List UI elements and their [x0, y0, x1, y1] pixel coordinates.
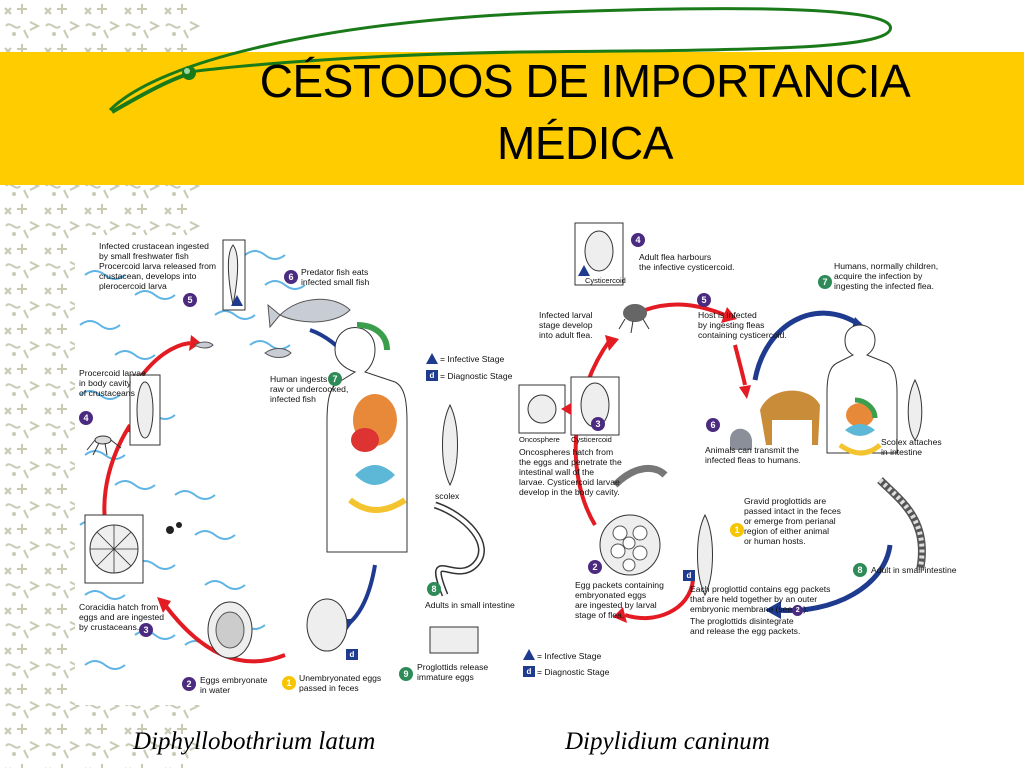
step-2-label: Egg packets containing embryonated eggs …: [575, 580, 664, 620]
dipylidium-lifecycle-diagram: 4 Adult flea harbours the infective cyst…: [515, 215, 965, 685]
cysticercoid-illustration: [584, 230, 614, 272]
diagnostic-stage-marker-icon: d: [346, 649, 358, 660]
scolex-label: Scolex attaches in intestine: [881, 437, 942, 457]
scolex-illustration: [907, 378, 923, 441]
cysticercoid-label: Cysticercoid: [571, 435, 612, 444]
title-swirl-decoration: [108, 7, 892, 114]
legend-diagnostic-icon: d: [426, 370, 438, 381]
diphyllobothrium-lifecycle-diagram: 5 Infected crustacean ingested by small …: [75, 235, 515, 705]
oncosphere-label: Oncosphere: [519, 435, 560, 444]
human-body: [826, 324, 898, 456]
step-6-badge: 6: [284, 270, 298, 284]
step-8-badge: 8: [427, 582, 441, 596]
caption-diphyllobothrium: Diphyllobothrium latum: [133, 728, 376, 755]
cysticercoid-top-label: Cysticercoid: [585, 276, 626, 285]
step-9-label: Proglottids release immature eggs: [417, 662, 489, 682]
step-9-badge: 9: [399, 667, 413, 681]
step-1-badge: 1: [282, 676, 296, 690]
step-8-label: Adults in small intestine: [425, 600, 515, 610]
right-lifecycle-artwork: [518, 222, 926, 623]
step-1-label: Unembryonated eggs passed in feces: [299, 673, 382, 693]
human-body: [326, 322, 408, 553]
crustacean: [86, 435, 122, 456]
step-1-label: Gravid proglottids are passed intact in …: [744, 496, 841, 546]
step-5-badge: 5: [697, 293, 711, 307]
step-5-label: Infected crustacean ingested by small fr…: [99, 241, 217, 291]
procercoid-larva: [136, 381, 154, 439]
legend-infective-icon: [523, 649, 535, 660]
step-8-badge: 8: [853, 563, 867, 577]
step-4-label: Adult flea harbours the infective cystic…: [639, 252, 735, 272]
scolex-label: scolex: [435, 491, 460, 501]
step-7-badge: 7: [818, 275, 832, 289]
step-3-label: Coracidia hatch from eggs and are ingest…: [79, 602, 165, 632]
legend-diagnostic-icon: d: [523, 666, 535, 677]
step-1-badge: 1: [730, 523, 744, 537]
adult-worm: [877, 477, 926, 571]
step-4-badge: 4: [631, 233, 645, 247]
legend-infective-icon: [426, 353, 438, 364]
flea-larva: [612, 464, 668, 488]
oncosphere-illustration: [527, 394, 557, 424]
legend-diagnostic-label: = Diagnostic Stage: [537, 667, 610, 677]
diagnostic-stage-marker-icon: d: [683, 570, 695, 581]
infective-stage-marker-icon: [231, 295, 243, 306]
title-line-1: CÉSTODOS DE IMPORTANCIA: [259, 55, 911, 107]
egg-packet-note: Each proglottid contains egg packets tha…: [690, 584, 831, 636]
step-5-label: Host is infected by ingesting fleas cont…: [698, 310, 787, 340]
step-7-label: Human ingests raw or undercooked, infect…: [270, 374, 349, 404]
slide-title: CÉSTODOS DE IMPORTANCIA MÉDICA: [195, 50, 975, 174]
cat-and-dog: [730, 390, 820, 450]
gravid-proglottid: [697, 513, 713, 597]
scolex-illustration: [442, 403, 458, 487]
step-3-badge: 3: [591, 417, 605, 431]
unembryonated-egg: [306, 598, 348, 652]
legend-diagnostic-label: = Diagnostic Stage: [440, 371, 513, 381]
step-2-badge: 2: [182, 677, 196, 691]
step-3-label: Oncospheres hatch from the eggs and pene…: [519, 447, 622, 497]
step-4-label: Procercoid larvae in body cavity of crus…: [79, 368, 146, 398]
left-lifecycle-artwork: [79, 239, 485, 670]
step-4-badge: 4: [79, 411, 93, 425]
step-6-badge: 6: [706, 418, 720, 432]
small-fish: [194, 341, 292, 358]
step-2-label: Eggs embryonate in water: [200, 675, 268, 695]
infective-stage-marker-icon: [578, 265, 590, 276]
caption-dipylidium: Dipylidium caninum: [565, 728, 770, 755]
legend-infective-label: = Infective Stage: [537, 651, 602, 661]
step-3-badge: 3: [139, 623, 153, 637]
predator-fish: [267, 298, 351, 329]
step-5-badge: 5: [183, 293, 197, 307]
legend-infective-label: = Infective Stage: [440, 354, 505, 364]
step-2-inline-badge: 2: [792, 605, 804, 616]
step-2-badge: 2: [588, 560, 602, 574]
title-line-2: MÉDICA: [497, 117, 673, 169]
step-6-label: Predator fish eats infected small fish: [301, 267, 370, 287]
flea: [618, 304, 650, 334]
step-7-badge: 7: [328, 372, 342, 386]
step-8-label: Adult in small intestine: [871, 565, 957, 575]
step-7-label: Humans, normally children, acquire the i…: [834, 261, 939, 291]
infected-larval-label: Infected larval stage develop into adult…: [539, 310, 593, 340]
proglottid-illustration: [429, 626, 479, 654]
step-6-label: Animals can transmit the infected fleas …: [705, 445, 801, 465]
